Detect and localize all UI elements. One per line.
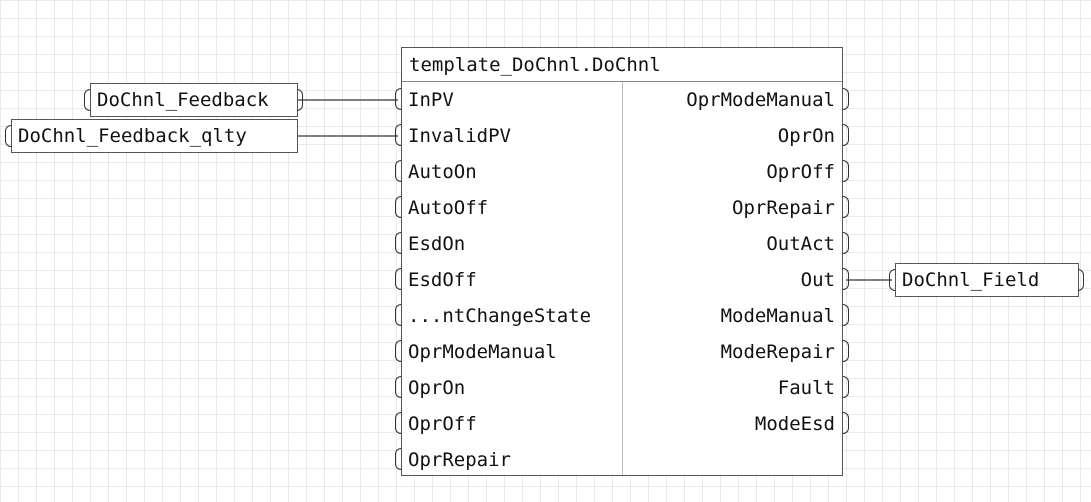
output-port-connector[interactable]	[843, 304, 849, 326]
input-port[interactable]: InPV	[408, 89, 454, 111]
input-port[interactable]: OprOn	[408, 377, 466, 399]
input-port-connector[interactable]	[395, 376, 401, 398]
input-port[interactable]: EsdOff	[408, 269, 477, 291]
block-divider	[622, 82, 623, 475]
input-port[interactable]: AutoOff	[408, 197, 489, 219]
input-port[interactable]: AutoOn	[408, 161, 477, 183]
tag-feedback-qlty-left-connector	[5, 125, 11, 147]
function-block[interactable]: template_DoChnl.DoChnl InPV InvalidPV Au…	[401, 47, 843, 476]
input-port-connector[interactable]	[395, 340, 401, 362]
input-port[interactable]: OprModeManual	[408, 341, 557, 363]
tag-field-left-connector	[889, 269, 895, 291]
output-port[interactable]: Fault	[777, 377, 835, 399]
input-port-connector[interactable]	[395, 88, 401, 110]
output-port-connector[interactable]	[843, 340, 849, 362]
output-port-connector[interactable]	[843, 160, 849, 182]
output-port[interactable]: OprModeManual	[686, 89, 835, 111]
output-port[interactable]: OprOn	[777, 125, 835, 147]
output-port-connector[interactable]	[843, 232, 849, 254]
output-port[interactable]: OutAct	[766, 233, 835, 255]
output-port-connector[interactable]	[843, 196, 849, 218]
output-port[interactable]: OprRepair	[732, 197, 835, 219]
input-port[interactable]: OprRepair	[408, 449, 511, 471]
input-port[interactable]: OprOff	[408, 413, 477, 435]
input-port-connector[interactable]	[395, 232, 401, 254]
output-port[interactable]: OprOff	[766, 161, 835, 183]
input-port-connector[interactable]	[395, 304, 401, 326]
input-port-connector[interactable]	[395, 160, 401, 182]
input-port[interactable]: InvalidPV	[408, 125, 511, 147]
input-port-connector[interactable]	[395, 412, 401, 434]
tag-feedback-right-connector	[297, 89, 303, 111]
output-port-connector[interactable]	[843, 268, 849, 290]
tag-dochnl-feedback-qlty[interactable]: DoChnl_Feedback_qlty	[11, 119, 298, 153]
output-port[interactable]: ModeEsd	[754, 413, 835, 435]
output-port[interactable]: ModeManual	[720, 305, 835, 327]
block-title: template_DoChnl.DoChnl	[402, 48, 842, 82]
output-port[interactable]: ModeRepair	[720, 341, 835, 363]
input-port[interactable]: EsdOn	[408, 233, 466, 255]
input-port-connector[interactable]	[395, 268, 401, 290]
output-port[interactable]: Out	[800, 269, 835, 291]
output-port-connector[interactable]	[843, 412, 849, 434]
input-port[interactable]: ...ntChangeState	[408, 305, 592, 327]
output-port-connector[interactable]	[843, 124, 849, 146]
output-port-connector[interactable]	[843, 88, 849, 110]
input-port-connector[interactable]	[395, 448, 401, 470]
output-port-connector[interactable]	[843, 376, 849, 398]
tag-dochnl-feedback[interactable]: DoChnl_Feedback	[90, 83, 298, 117]
input-port-connector[interactable]	[395, 196, 401, 218]
tag-field-right-connector	[1078, 269, 1084, 291]
tag-feedback-left-connector	[84, 89, 90, 111]
tag-dochnl-field[interactable]: DoChnl_Field	[895, 263, 1079, 297]
input-port-connector[interactable]	[395, 124, 401, 146]
